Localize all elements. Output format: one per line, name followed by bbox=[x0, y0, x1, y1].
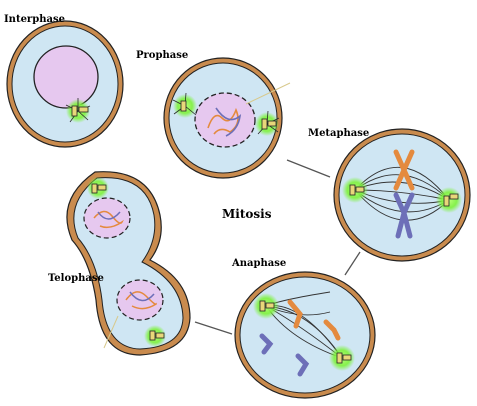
metaphase-centrosome-left bbox=[342, 177, 368, 203]
label-mitosis: Mitosis bbox=[222, 207, 272, 221]
label-telophase: Telophase bbox=[48, 273, 104, 284]
label-interphase: Interphase bbox=[4, 14, 65, 25]
label-prophase: Prophase bbox=[136, 50, 188, 61]
prophase-chromatin bbox=[207, 107, 239, 135]
telophase-centrosome-bottom bbox=[144, 325, 166, 347]
prophase-centrosome-right bbox=[255, 110, 280, 136]
anaphase-centrosome-bottom bbox=[329, 345, 355, 371]
interphase-cell bbox=[6, 20, 124, 148]
anaphase-centrosome-top bbox=[253, 293, 279, 319]
label-anaphase: Anaphase bbox=[231, 258, 286, 269]
anaphase-chromosome-orange-2 bbox=[323, 319, 341, 341]
anaphase-chromosome-purple-1 bbox=[259, 333, 274, 355]
telophase-cell bbox=[66, 171, 191, 356]
metaphase-centrosome-right bbox=[436, 187, 462, 213]
interphase-centrosome bbox=[65, 98, 91, 123]
anaphase-chromosome-orange-1 bbox=[287, 299, 303, 329]
prophase-cell bbox=[163, 57, 291, 179]
interphase-nucleus bbox=[33, 45, 99, 109]
metaphase-chromosome-orange bbox=[393, 149, 415, 191]
anaphase-cell bbox=[234, 271, 376, 399]
telophase-centrosome-top bbox=[87, 177, 109, 199]
metaphase-cell bbox=[333, 128, 471, 262]
stage-connectors bbox=[194, 159, 361, 335]
label-metaphase: Metaphase bbox=[308, 128, 369, 139]
anaphase-chromosome-purple-2 bbox=[295, 353, 310, 377]
prophase-centrosome-left bbox=[172, 92, 197, 118]
metaphase-chromosome-purple bbox=[393, 192, 415, 239]
telophase-nucleus-top bbox=[83, 197, 131, 239]
